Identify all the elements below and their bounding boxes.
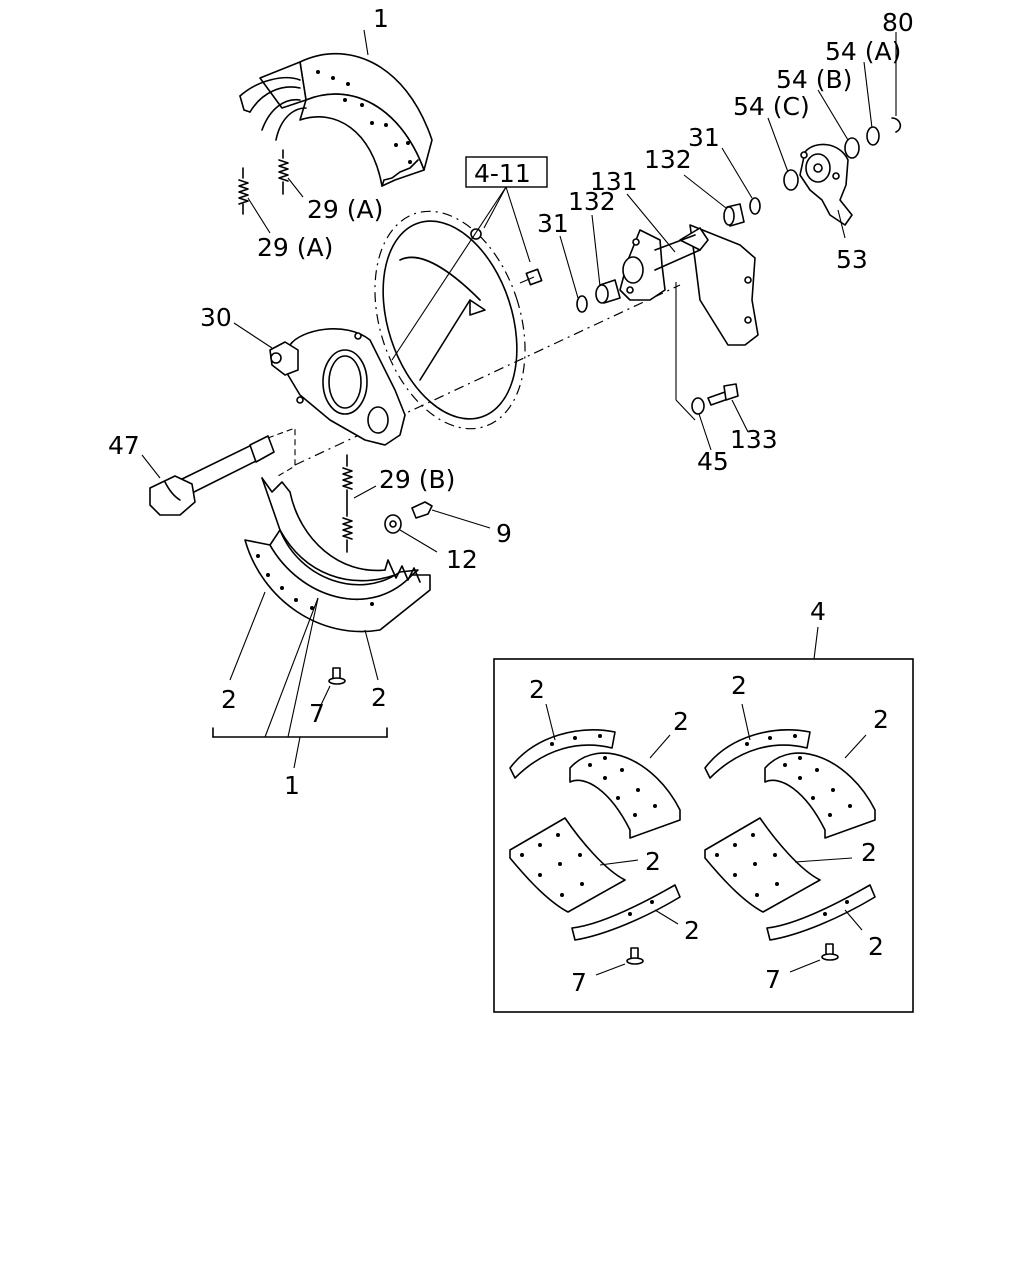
brake-spider — [233, 322, 406, 446]
label-2-right: 2 — [371, 683, 387, 712]
label-133: 133 — [730, 425, 778, 454]
washer-54b — [844, 137, 860, 159]
label-54b: 54 (B) — [776, 65, 852, 94]
label-131: 131 — [590, 167, 638, 196]
washer-31-b — [749, 197, 761, 215]
label-29b: 29 (B) — [379, 465, 455, 494]
inset-label-2g: 2 — [684, 916, 700, 945]
spring-29a-left — [238, 167, 249, 215]
brake-shoe-top — [239, 29, 433, 187]
label-12: 12 — [446, 545, 478, 574]
washer-54a — [866, 126, 880, 146]
rivet-7-left — [319, 667, 346, 708]
label-4-11: 4-11 — [474, 159, 531, 188]
label-54a: 54 (A) — [825, 37, 901, 66]
label-132-right: 132 — [644, 145, 692, 174]
washer-54c — [783, 169, 799, 191]
label-2-left: 2 — [221, 685, 237, 714]
washer-45 — [691, 397, 705, 415]
backing-plate — [374, 210, 543, 430]
label-7-left: 7 — [309, 699, 325, 728]
brake-shoe-bottom — [244, 477, 431, 633]
label-29a-right: 29 (A) — [307, 195, 383, 224]
camshaft — [141, 427, 296, 516]
inset-label-2h: 2 — [868, 932, 884, 961]
inset-label-2d: 2 — [873, 705, 889, 734]
label-54c: 54 (C) — [733, 92, 810, 121]
inset-label-2e: 2 — [645, 847, 661, 876]
label-4: 4 — [810, 597, 826, 626]
bushing-12 — [384, 514, 438, 553]
label-45: 45 — [697, 447, 729, 476]
camshaft-bracket — [619, 224, 759, 421]
bushing-132-b — [723, 203, 745, 227]
snap-ring-80 — [891, 117, 902, 133]
spring-29a-right — [278, 149, 289, 195]
bushing-132-a — [595, 279, 621, 304]
label-1-bottom: 1 — [284, 771, 300, 800]
bolt-133 — [707, 383, 749, 433]
label-9: 9 — [496, 519, 512, 548]
inset-label-2c: 2 — [731, 671, 747, 700]
label-53: 53 — [836, 245, 868, 274]
inset-label-7b: 7 — [765, 965, 781, 994]
grease-nipple-9 — [411, 501, 491, 529]
label-29a-left: 29 (A) — [257, 233, 333, 262]
label-31-left: 31 — [537, 209, 569, 238]
assembly-bracket — [212, 591, 388, 769]
inset-label-2f: 2 — [861, 838, 877, 867]
washer-31-a — [576, 295, 588, 313]
inset-lining-kit — [493, 626, 914, 1013]
spring-29b — [342, 454, 377, 553]
label-31-right: 31 — [688, 123, 720, 152]
label-80: 80 — [882, 8, 914, 37]
label-30: 30 — [200, 303, 232, 332]
callout-4-11: 4-11 — [391, 156, 548, 361]
inset-label-2a: 2 — [529, 675, 545, 704]
label-47: 47 — [108, 431, 140, 460]
inset-label-7a: 7 — [571, 968, 587, 997]
slack-adjuster — [799, 143, 853, 239]
label-1-top: 1 — [373, 4, 389, 33]
label-132-left: 132 — [568, 187, 616, 216]
inset-label-2b: 2 — [673, 707, 689, 736]
